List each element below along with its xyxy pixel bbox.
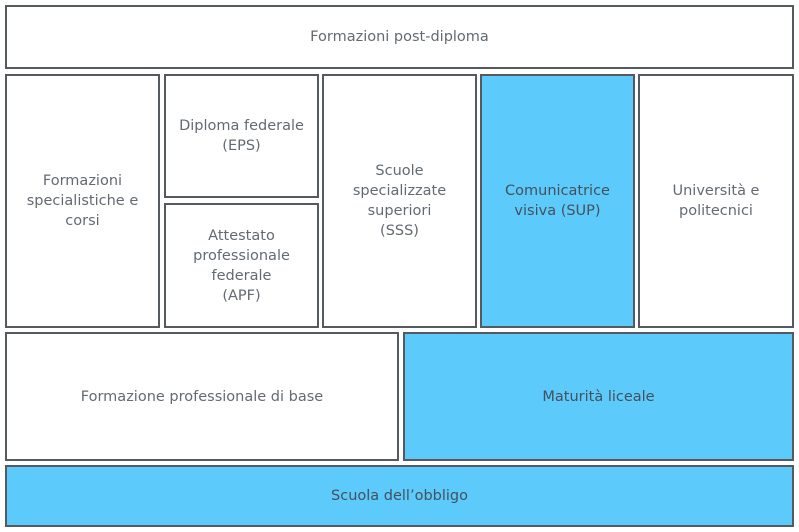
box-maturita-liceale: Maturità liceale — [403, 332, 794, 461]
box-formazioni-post-diploma: Formazioni post-diploma — [5, 5, 794, 69]
box-scuole-specializzate: Scuole specializzate superiori (SSS) — [322, 74, 477, 328]
label-maturita-liceale: Maturità liceale — [542, 388, 655, 405]
label-formazione-professionale-base: Formazione professionale di base — [80, 388, 324, 405]
box-scuola-obbligo: Scuola dell’obbligo — [5, 465, 794, 527]
label-universita-politecnici: Università e politecnici — [672, 183, 760, 219]
label-formazioni-post-diploma: Formazioni post-diploma — [310, 29, 489, 45]
box-diploma-federale: Diploma federale (EPS) — [164, 74, 319, 198]
box-formazioni-specialistiche: Formazioni specialistiche e corsi — [5, 74, 160, 328]
label-formazioni-specialistiche: Formazioni specialistiche e corsi — [26, 173, 139, 229]
box-formazione-professionale-base: Formazione professionale di base — [5, 332, 399, 461]
label-scuole-specializzate: Scuole specializzate superiori (SSS) — [352, 163, 447, 239]
label-attestato-professionale: Attestato professionale federale (APF) — [193, 227, 290, 304]
label-scuola-obbligo: Scuola dell’obbligo — [331, 488, 468, 504]
label-diploma-federale: Diploma federale (EPS) — [179, 118, 304, 154]
box-attestato-professionale: Attestato professionale federale (APF) — [164, 203, 319, 328]
box-comunicatrice-visiva: Comunicatrice visiva (SUP) — [480, 74, 635, 328]
label-comunicatrice-visiva: Comunicatrice visiva (SUP) — [505, 183, 610, 219]
box-universita-politecnici: Università e politecnici — [638, 74, 794, 328]
